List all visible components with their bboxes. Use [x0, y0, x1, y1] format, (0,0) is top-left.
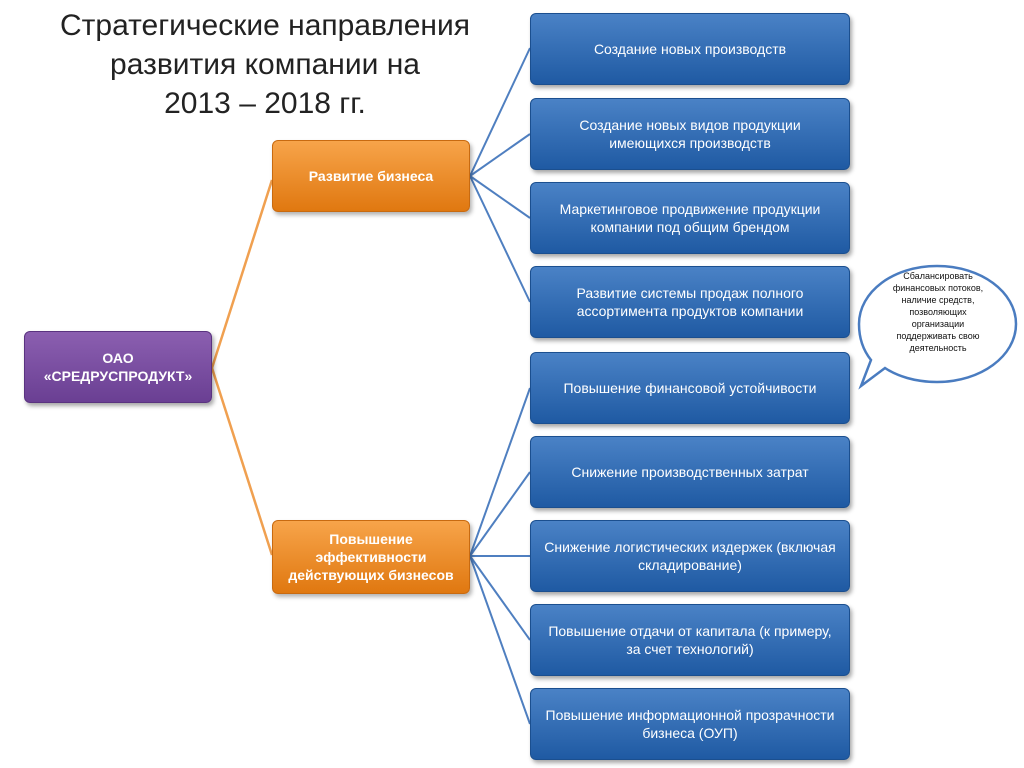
connector-b2-item-8 [469, 555, 531, 641]
item-production-costs: Снижение производственных затрат [530, 436, 850, 508]
item-label: Повышение отдачи от капитала (к примеру,… [548, 623, 832, 657]
title-line-1: Стратегические направления [60, 9, 470, 42]
item-sales-system: Развитие системы продаж полного ассортим… [530, 266, 850, 338]
branch-business-development: Развитие бизнеса [272, 140, 470, 212]
root-line-1: ОАО [102, 350, 134, 366]
item-new-production: Создание новых производств [530, 13, 850, 85]
root-company-node: ОАО «СРЕДРУСПРОДУКТ» [24, 331, 212, 403]
connector-b1-item-2 [469, 133, 531, 177]
root-line-2: «СРЕДРУСПРОДУКТ» [43, 368, 193, 384]
callout-text: Сбалансировать финансовых потоков, налич… [892, 271, 984, 353]
connector-b1-item-4 [469, 175, 531, 303]
speech-bubble-callout [857, 264, 1018, 390]
connector-root-branch-2 [210, 367, 274, 556]
item-label: Повышение финансовой устойчивости [563, 380, 817, 396]
connector-b2-item-5 [469, 387, 531, 557]
item-label: Снижение логистических издержек (включая… [544, 539, 836, 573]
item-label: Создание новых производств [593, 41, 787, 57]
item-financial-stability: Повышение финансовой устойчивости [530, 352, 850, 424]
item-information-transparency: Повышение информационной прозрачности би… [530, 688, 850, 760]
connector-root-branch-1 [210, 179, 274, 369]
connector-b1-item-3 [469, 175, 531, 219]
item-capital-return: Повышение отдачи от капитала (к примеру,… [530, 604, 850, 676]
item-marketing: Маркетинговое продвижение продукции комп… [530, 182, 850, 254]
item-logistics-costs: Снижение логистических издержек (включая… [530, 520, 850, 592]
item-label: Повышение информационной прозрачности би… [545, 707, 835, 741]
connector-b1-item-1 [469, 47, 531, 177]
item-label: Снижение производственных затрат [571, 464, 809, 480]
branch-label: Развитие бизнеса [308, 168, 434, 184]
item-new-products: Создание новых видов продукции имеющихся… [530, 98, 850, 170]
connector-b2-item-9 [469, 555, 531, 725]
connector-b2-item-6 [469, 471, 531, 557]
branch-label: Повышение эффективности действующих бизн… [288, 531, 454, 583]
title-line-2: развития компании на [110, 48, 420, 81]
item-label: Развитие системы продаж полного ассортим… [576, 285, 804, 319]
branch-efficiency: Повышение эффективности действующих бизн… [272, 520, 470, 594]
page-title: Стратегические направления развития комп… [30, 6, 500, 123]
item-label: Маркетинговое продвижение продукции комп… [559, 201, 821, 235]
title-line-3: 2013 – 2018 гг. [164, 87, 366, 120]
item-label: Создание новых видов продукции имеющихся… [579, 117, 801, 151]
